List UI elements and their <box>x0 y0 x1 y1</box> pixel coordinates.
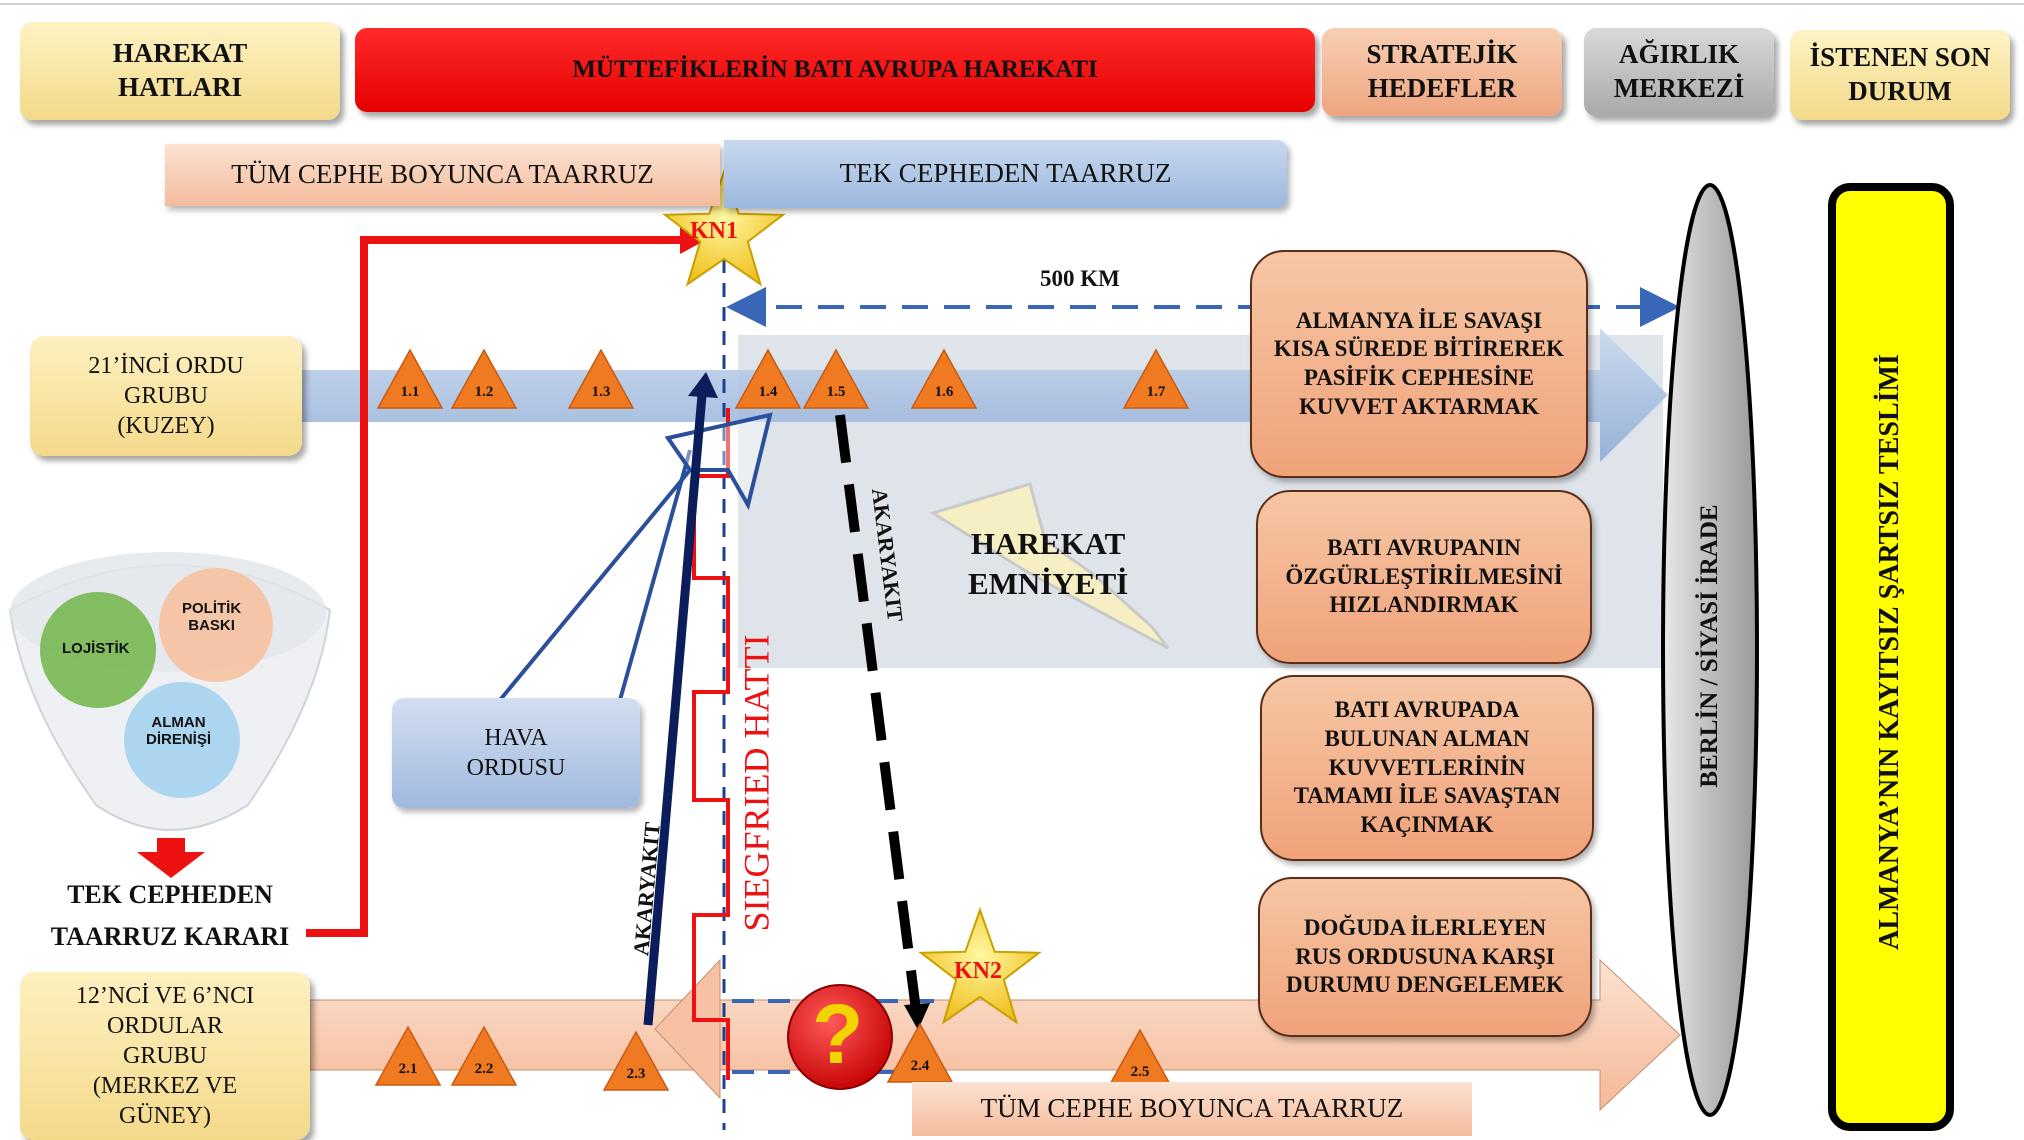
security-bolt-icon <box>929 482 1170 650</box>
distance-label: 500 KM <box>1040 266 1120 291</box>
strategic-objectives-header: STRATEJİK HEDEFLER <box>1322 28 1562 116</box>
north-axis-arrow <box>300 328 1668 462</box>
phase-1-6: 1.6 <box>910 348 978 409</box>
political-bubble <box>159 568 273 682</box>
objective-3: BATI AVRUPADA BULUNAN ALMAN KUVVETLERİNİ… <box>1260 675 1594 861</box>
south-reverse-arrow <box>654 958 721 1100</box>
logistics-label: LOJİSTİK <box>62 640 130 657</box>
logistics-bubble <box>40 592 156 708</box>
lines-of-operation-header: HAREKAT HATLARI <box>20 22 340 120</box>
air-support-line-1 <box>498 468 692 702</box>
kn1-label: KN1 <box>690 218 738 244</box>
phase-2-1: 2.1 <box>374 1025 442 1086</box>
phase-1-7-label: 1.7 <box>1147 384 1166 400</box>
political-label: POLİTİK BASKI <box>182 600 242 634</box>
end-state-label: ALMANYA’NIN KAYITSIZ ŞARTSIZ TESLİMİ <box>1874 354 1905 950</box>
phase-2-5-label: 2.5 <box>1131 1064 1150 1080</box>
phase-1-7: 1.7 <box>1122 348 1190 409</box>
phase-1-3-label: 1.3 <box>592 384 611 400</box>
star-kn1 <box>662 168 786 287</box>
kn2-label: KN2 <box>954 958 1002 984</box>
phase-2-4-label: 2.4 <box>911 1058 930 1074</box>
star-kn2 <box>918 906 1042 1025</box>
air-force-box: HAVA ORDUSU <box>392 698 640 808</box>
phase-1-2-label: 1.2 <box>475 384 494 400</box>
decision-path-arrow <box>306 236 680 937</box>
objective-1: ALMANYA İLE SAVAŞI KISA SÜREDE BİTİREREK… <box>1250 250 1588 478</box>
fuel-arrow-down <box>835 414 921 1011</box>
phase-2-2: 2.2 <box>450 1025 518 1086</box>
siegfried-label: SIEGFRIED HATTI <box>736 634 777 932</box>
resistance-label: ALMAN DİRENİŞİ <box>146 714 212 748</box>
air-support-line-2 <box>618 449 692 701</box>
fuel-arrow-up <box>643 394 707 1026</box>
north-army-group: 21’İNCİ ORDU GRUBU (KUZEY) <box>30 336 302 456</box>
end-state-header: İSTENEN SON DURUM <box>1790 30 2010 120</box>
phase-1-3: 1.3 <box>567 348 635 409</box>
phase-1-4: 1.4 <box>734 348 802 409</box>
south-phase-markers: 2.1 2.2 2.3 2.4 2.5 <box>374 1022 1174 1091</box>
resistance-bubble <box>124 682 240 798</box>
cog-label: BERLİN / SİYASİ İRADE <box>1696 504 1723 788</box>
south-axis-arrow <box>309 958 1681 1112</box>
south-army-group: 12’NCİ VE 6’NCI ORDULAR GRUBU (MERKEZ VE… <box>20 972 310 1140</box>
phase-1-6-label: 1.6 <box>935 384 954 400</box>
phase-1-5-label: 1.5 <box>827 384 846 400</box>
end-state-box <box>1828 183 1954 1131</box>
objective-2: BATI AVRUPANIN ÖZGÜRLEŞTİRİLMESİNİ HIZLA… <box>1256 490 1592 664</box>
operational-security-label: HAREKAT EMNİYETİ <box>968 526 1129 602</box>
phase-2-2-label: 2.2 <box>475 1061 494 1077</box>
single-thrust-decision-label: TEK CEPHEDEN TAARRUZ KARARI <box>50 880 290 951</box>
phase-1-1-label: 1.1 <box>401 384 420 400</box>
center-of-gravity-header: AĞIRLIK MERKEZİ <box>1584 28 1774 116</box>
question-mark: ? <box>812 987 864 1081</box>
cog-ellipse <box>1661 183 1759 1117</box>
north-phase-markers: 1.1 1.2 1.3 1.4 1.5 1.6 1.7 <box>376 348 1190 409</box>
phase-2-3: 2.3 <box>602 1030 670 1091</box>
question-circle <box>787 984 893 1090</box>
broad-front-bottom-banner: TÜM CEPHE BOYUNCA TAARRUZ <box>912 1082 1472 1136</box>
funnel-output-arrow <box>137 838 205 878</box>
broad-front-banner: TÜM CEPHE BOYUNCA TAARRUZ <box>165 144 720 206</box>
single-thrust-banner: TEK CEPHEDEN TAARRUZ <box>724 140 1287 208</box>
phase-1-4-label: 1.4 <box>759 384 778 400</box>
phase-1-5: 1.5 <box>802 348 870 409</box>
phase-2-1-label: 2.1 <box>399 1061 418 1077</box>
phase-2-3-label: 2.3 <box>627 1066 646 1082</box>
objective-4: DOĞUDA İLERLEYEN RUS ORDUSUNA KARŞI DURU… <box>1258 877 1592 1037</box>
title-banner: MÜTTEFİKLERİN BATI AVRUPA HAREKATI <box>355 28 1315 112</box>
phase-1-1: 1.1 <box>376 348 444 409</box>
phase-1-2: 1.2 <box>450 348 518 409</box>
